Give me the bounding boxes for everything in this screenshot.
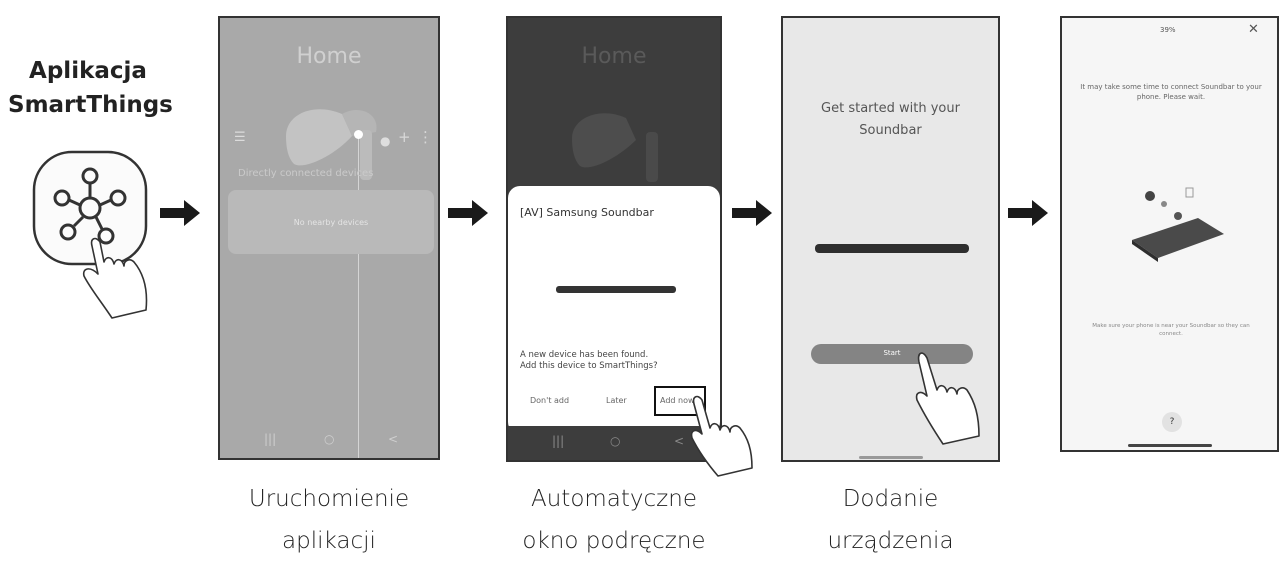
home-indicator xyxy=(859,456,923,459)
smartthings-app-icon[interactable] xyxy=(22,140,158,330)
popup-message: A new device has been found. Add this de… xyxy=(520,350,700,372)
get-started-title: Get started with your Soundbar xyxy=(783,98,998,142)
caption-step-3-line1: Dodanie xyxy=(842,486,939,512)
recent-apps-icon[interactable]: ||| xyxy=(264,432,277,446)
devices-card[interactable]: No nearby devices xyxy=(228,190,434,254)
phone-screen-connecting: 39% ✕ It may take some time to connect S… xyxy=(1060,16,1279,452)
get-started-line1: Get started with your xyxy=(821,101,960,116)
later-button[interactable]: Later xyxy=(606,396,627,405)
screen-title: Home xyxy=(296,44,362,69)
popup-message-line2: Add this device to SmartThings? xyxy=(520,361,658,371)
add-now-highlight xyxy=(654,386,706,416)
nav-bar: ||| ○ < xyxy=(220,424,438,458)
home-indicator xyxy=(1128,444,1212,447)
menu-icon[interactable]: ☰ xyxy=(234,130,246,145)
start-button[interactable]: Start xyxy=(811,344,973,364)
hand-pointer-icon xyxy=(915,352,980,445)
connect-note: Make sure your phone is near your Soundb… xyxy=(1092,323,1250,337)
app-title: Aplikacja SmartThings xyxy=(8,54,173,122)
back-icon[interactable]: < xyxy=(674,434,685,448)
caption-step-1-line2: aplikacji xyxy=(282,528,376,554)
caption-step-3: Dodanie urządzenia xyxy=(781,478,1000,562)
arrow-icon xyxy=(732,200,772,226)
home-icon[interactable]: ○ xyxy=(610,434,621,448)
pointer-dot xyxy=(354,130,363,139)
soundbar-image xyxy=(556,286,676,293)
app-title-line1: Aplikacja xyxy=(29,58,147,84)
screen-title: Home xyxy=(581,44,647,69)
help-button[interactable]: ? xyxy=(1162,412,1182,432)
plus-icon[interactable]: + xyxy=(398,128,411,146)
nav-bar: ||| ○ < xyxy=(508,426,720,460)
back-icon[interactable]: < xyxy=(388,432,399,446)
device-found-popup: [AV] Samsung Soundbar A new device has b… xyxy=(508,186,720,434)
popup-message-line1: A new device has been found. xyxy=(520,350,649,360)
hand-pointer-icon xyxy=(690,395,753,477)
caption-step-2: Automatyczne okno podręczne xyxy=(492,478,736,562)
arrow-icon xyxy=(160,200,200,226)
arrow-icon xyxy=(448,200,488,226)
caption-step-1-line1: Uruchomienie xyxy=(248,486,410,512)
caption-step-2-line1: Automatyczne xyxy=(531,486,697,512)
start-label: Start xyxy=(883,349,901,357)
soundbar-image xyxy=(815,244,969,253)
smartthings-icon-graphic xyxy=(32,150,148,319)
phone-connection-illustration xyxy=(1132,187,1224,262)
divider-line xyxy=(358,134,359,458)
lamp-illustration xyxy=(286,109,377,180)
card-text: No nearby devices xyxy=(293,218,369,227)
recent-apps-icon[interactable]: ||| xyxy=(552,434,565,448)
phone-screen-home: Home ☰ ● + ⋮ Directly connected devices … xyxy=(218,16,440,460)
caption-step-3-line2: urządzenia xyxy=(827,528,954,554)
lamp-illustration xyxy=(572,113,658,182)
home-icon[interactable]: ○ xyxy=(324,432,335,446)
section-label: Directly connected devices xyxy=(238,168,374,179)
app-title-line2: SmartThings xyxy=(8,92,173,118)
close-icon[interactable]: ✕ xyxy=(1248,22,1259,37)
phone-screen-popup: Home [AV] Samsung Soundbar A new device … xyxy=(506,16,722,462)
device-name: [AV] Samsung Soundbar xyxy=(520,206,654,219)
pin-icon[interactable]: ● xyxy=(380,134,391,148)
dont-add-button[interactable]: Don't add xyxy=(530,396,570,405)
arrow-icon xyxy=(1008,200,1048,226)
progress-indicator: 39% xyxy=(1160,26,1176,34)
get-started-line2: Soundbar xyxy=(859,123,922,138)
more-icon[interactable]: ⋮ xyxy=(418,128,433,146)
caption-step-1: Uruchomienie aplikacji xyxy=(218,478,440,562)
connecting-message: It may take some time to connect Soundba… xyxy=(1080,83,1262,101)
add-now-button[interactable]: Add now xyxy=(660,396,695,405)
caption-step-2-line2: okno podręczne xyxy=(522,528,706,554)
